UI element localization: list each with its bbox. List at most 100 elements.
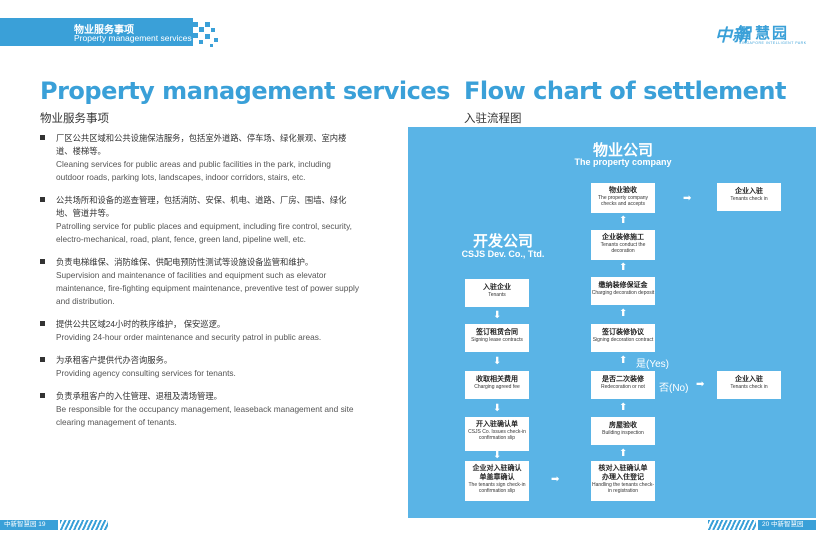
- arrow-up-icon: ⬆: [619, 308, 628, 319]
- flow-step-decoration: 企业装修施工 Tenants conduct the decoration: [591, 230, 655, 260]
- step-zh: 缴纳装修保证金: [598, 282, 648, 289]
- section-header-band: [0, 18, 193, 46]
- flow-step-fee: 收取相关费用 Charging agreed fee: [465, 371, 529, 399]
- step-zh: 房屋验收: [609, 422, 637, 429]
- arrow-up-icon: ⬆: [619, 215, 628, 226]
- footer-stripes-left: [60, 520, 108, 530]
- list-item: 公共场所和设备的巡查管理，包括消防、安保、机电、道路、厂房、围墙、绿化地、管道井…: [40, 194, 360, 246]
- step-en: Tenants check in: [730, 196, 768, 202]
- step-zh: 签订装修协议: [602, 329, 644, 336]
- step-zh: 开入驻确认单: [476, 421, 518, 428]
- arrow-down-icon: ⬇: [493, 403, 502, 414]
- footer-stripes-right: [708, 520, 756, 530]
- logo-mark: 中新: [715, 26, 749, 46]
- item-zh: 公共场所和设备的巡查管理，包括消防、安保、机电、道路、厂房、围墙、绿化地、管道井…: [56, 195, 347, 218]
- step-en: Handling the tenants check-in registrati…: [592, 482, 654, 494]
- item-en: Providing agency consulting services for…: [56, 368, 236, 378]
- page-title-right: Flow chart of settlement: [464, 77, 786, 105]
- footer-left-page: 中新智慧园 19: [4, 521, 46, 528]
- step-zh: 是否二次装修: [602, 376, 644, 383]
- step-en: Tenants: [488, 292, 506, 298]
- logo-name: 智慧园: [738, 25, 790, 42]
- flow-step-decoration-agreement: 签订装修协议 Signing decoration contract: [591, 324, 655, 352]
- arrow-right-icon: ➡: [683, 193, 692, 204]
- services-list: 厂区公共区域和公共设施保洁服务，包括室外道路、停车场、绿化景观、室内楼道、楼梯等…: [40, 132, 360, 439]
- bullet-icon: [40, 321, 45, 326]
- step-en: The tenants sign check-in confirmation s…: [468, 482, 526, 494]
- flow-step-issue-slip: 开入驻确认单 CSJS Co. Issues check-in confirma…: [465, 417, 529, 451]
- flow-step-stamp: 企业对入驻确认单盖章确认 The tenants sign check-in c…: [465, 461, 529, 501]
- bullet-icon: [40, 393, 45, 398]
- flow-step-lease: 签订租赁合同 Signing lease contracts: [465, 324, 529, 352]
- step-en: Signing decoration contract: [592, 337, 654, 343]
- flow-step-checkin-no: 企业入驻 Tenants check in: [717, 371, 781, 399]
- arrow-up-icon: ⬆: [619, 448, 628, 459]
- step-en: Charging agreed fee: [474, 384, 520, 390]
- item-en: Be responsible for the occupancy managem…: [56, 404, 354, 427]
- flow-step-registration: 核对入驻确认单办理入住登记 Handling the tenants check…: [591, 461, 655, 501]
- step-en: Building inspection: [602, 430, 644, 436]
- item-zh: 厂区公共区域和公共设施保洁服务，包括室外道路、停车场、绿化景观、室内楼道、楼梯等…: [56, 133, 347, 156]
- item-en: Cleaning services for public areas and p…: [56, 159, 331, 182]
- item-zh: 负责电梯维保、消防维保、供配电预防性测试等设施设备监管和维护。: [56, 257, 314, 267]
- step-en: Tenants conduct the decoration: [600, 242, 646, 254]
- bullet-icon: [40, 259, 45, 264]
- arrow-up-icon: ⬆: [619, 402, 628, 413]
- property-company-en: The property company: [574, 157, 672, 167]
- bullet-icon: [40, 357, 45, 362]
- section-header-zh: 物业服务事项: [74, 25, 134, 36]
- step-en: Charging decoration deposit: [591, 290, 655, 296]
- item-zh: 负责承租客户的入住管理、退租及清场管理。: [56, 391, 222, 401]
- developer-en: CSJS Dev. Co., Ttd.: [461, 249, 545, 259]
- arrow-down-icon: ⬇: [493, 450, 502, 461]
- list-item: 负责电梯维保、消防维保、供配电预防性测试等设施设备监管和维护。 Supervis…: [40, 256, 360, 308]
- item-en: Patrolling service for public places and…: [56, 221, 352, 244]
- list-item: 为承租客户提供代办咨询服务。 Providing agency consulti…: [40, 354, 360, 380]
- arrow-right-icon: ➡: [696, 379, 705, 390]
- page-title-left: Property management services: [40, 77, 450, 105]
- section-header-en: Property management services: [74, 33, 192, 43]
- step-zh: 企业对入驻确认单盖章确认: [472, 465, 522, 481]
- arrow-down-icon: ⬇: [493, 356, 502, 367]
- arrow-right-icon: ➡: [551, 474, 560, 485]
- step-en: CSJS Co. Issues check-in confirmation sl…: [468, 429, 526, 441]
- step-zh: 入驻企业: [483, 284, 511, 291]
- flow-step-acceptance: 物业验收 The property company checks and acc…: [591, 183, 655, 213]
- step-en: Redecoration or not: [601, 384, 645, 390]
- yes-label: 是(Yes): [636, 359, 669, 370]
- flow-step-inspection: 房屋验收 Building inspection: [591, 417, 655, 445]
- step-zh: 收取相关费用: [476, 376, 518, 383]
- flow-step-tenants: 入驻企业 Tenants: [465, 279, 529, 307]
- page-subtitle-right: 入驻流程图: [464, 113, 522, 125]
- step-zh: 企业装修施工: [602, 234, 644, 241]
- no-label: 否(No): [659, 383, 689, 394]
- step-zh: 核对入驻确认单办理入住登记: [598, 465, 648, 481]
- step-zh: 企业入驻: [735, 376, 763, 383]
- flow-step-checkin-top: 企业入驻 Tenants check in: [717, 183, 781, 211]
- item-zh: 提供公共区域24小时的秩序维护， 保安巡逻。: [56, 319, 226, 329]
- footer-right-bar: [758, 520, 816, 530]
- step-zh: 企业入驻: [735, 188, 763, 195]
- developer-zh: 开发公司: [472, 233, 533, 250]
- item-zh: 为承租客户提供代办咨询服务。: [56, 355, 173, 365]
- property-company-zh: 物业公司: [592, 142, 653, 159]
- arrow-down-icon: ⬇: [493, 310, 502, 321]
- step-en: Tenants check in: [730, 384, 768, 390]
- bullet-icon: [40, 197, 45, 202]
- arrow-up-icon: ⬆: [619, 355, 628, 366]
- list-item: 厂区公共区域和公共设施保洁服务，包括室外道路、停车场、绿化景观、室内楼道、楼梯等…: [40, 132, 360, 184]
- step-zh: 签订租赁合同: [476, 329, 518, 336]
- page-subtitle-left: 物业服务事项: [40, 113, 109, 125]
- step-zh: 物业验收: [609, 187, 637, 194]
- step-en: The property company checks and accepts: [597, 195, 649, 207]
- logo-tagline: SINGAPORE INTELLIGENT PARK: [739, 41, 807, 45]
- flow-step-redecoration: 是否二次装修 Redecoration or not: [591, 371, 655, 399]
- list-item: 提供公共区域24小时的秩序维护， 保安巡逻。 Providing 24-hour…: [40, 318, 360, 344]
- list-item: 负责承租客户的入住管理、退租及清场管理。 Be responsible for …: [40, 390, 360, 429]
- step-en: Signing lease contracts: [471, 337, 523, 343]
- flow-step-deposit: 缴纳装修保证金 Charging decoration deposit: [591, 277, 655, 305]
- item-en: Supervision and maintenance of facilitie…: [56, 270, 360, 306]
- bullet-icon: [40, 135, 45, 140]
- footer-left-bar: [0, 520, 58, 530]
- footer-right-page: 20 中新智慧园: [762, 521, 804, 528]
